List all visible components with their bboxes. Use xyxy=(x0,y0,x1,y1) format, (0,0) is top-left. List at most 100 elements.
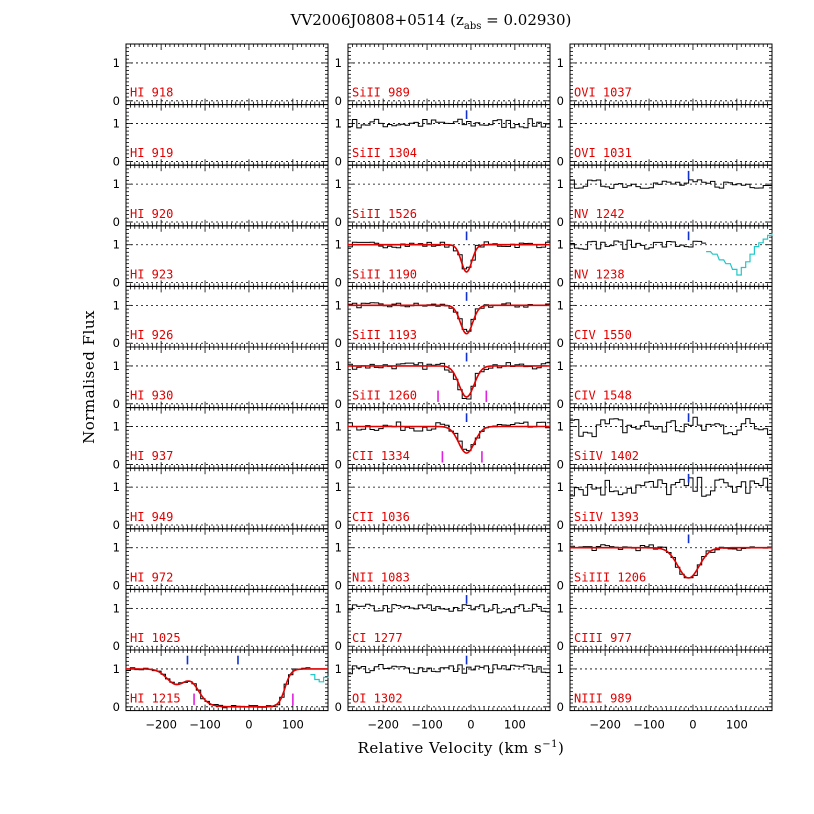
panel-hi-1215: 0 1 HI 1215 xyxy=(113,649,329,714)
y-tick-label: 0 xyxy=(557,457,564,471)
ion-label: SiII 1190 xyxy=(352,267,417,281)
y-tick-label: 1 xyxy=(113,601,120,615)
x-tick-label: −100 xyxy=(411,718,443,732)
ion-label: OVI 1031 xyxy=(574,146,632,160)
ion-label: HI 926 xyxy=(130,328,173,342)
y-tick-label: 1 xyxy=(113,480,120,494)
y-tick-label: 1 xyxy=(335,662,342,676)
y-tick-label: 1 xyxy=(335,480,342,494)
x-tick-label: 100 xyxy=(282,718,304,732)
y-tick-label: 0 xyxy=(335,579,342,593)
y-tick-label: 1 xyxy=(335,177,342,191)
ion-label: CI 1277 xyxy=(352,631,403,645)
y-tick-label: 1 xyxy=(113,662,120,676)
y-tick-label: 0 xyxy=(335,154,342,168)
x-tick-label: −200 xyxy=(145,718,177,732)
y-tick-label: 1 xyxy=(113,541,120,555)
y-tick-label: 1 xyxy=(113,359,120,373)
title-main: VV2006J0808+0514 (z xyxy=(290,11,464,29)
ion-label: OI 1302 xyxy=(352,692,403,706)
x-tick-label: 0 xyxy=(689,718,696,732)
fit-model xyxy=(126,668,328,708)
title-rest: = 0.02930) xyxy=(481,11,571,29)
ion-label: NV 1238 xyxy=(574,267,625,281)
y-tick-label: 0 xyxy=(113,700,120,714)
blended-flux xyxy=(310,674,329,683)
flux-spectrum xyxy=(570,416,773,438)
y-tick-label: 1 xyxy=(113,177,120,191)
flux-spectrum xyxy=(570,179,773,189)
y-tick-label: 0 xyxy=(113,276,120,290)
panel-nv-1238: 0 1 NV 1238 xyxy=(557,225,773,290)
fit-model xyxy=(348,243,550,273)
y-tick-label: 0 xyxy=(113,579,120,593)
y-tick-label: 1 xyxy=(557,662,564,676)
y-tick-label: 0 xyxy=(113,457,120,471)
x-tick-label: 100 xyxy=(726,718,748,732)
y-tick-label: 1 xyxy=(557,238,564,252)
x-tick-label: 100 xyxy=(504,718,526,732)
y-tick-label: 1 xyxy=(113,238,120,252)
y-tick-label: 1 xyxy=(557,480,564,494)
y-tick-label: 1 xyxy=(113,56,120,70)
y-tick-label: 1 xyxy=(113,420,120,434)
ion-label: HI 1215 xyxy=(130,692,181,706)
y-tick-label: 0 xyxy=(557,215,564,229)
fit-model xyxy=(348,425,550,454)
x-tick-label: −100 xyxy=(189,718,221,732)
y-tick-label: 0 xyxy=(557,397,564,411)
y-tick-label: 1 xyxy=(335,420,342,434)
y-tick-label: 0 xyxy=(113,215,120,229)
blended-flux xyxy=(706,233,773,276)
y-tick-label: 0 xyxy=(113,397,120,411)
flux-spectrum xyxy=(570,476,773,497)
ion-label: HI 949 xyxy=(130,510,173,524)
ion-label: HI 918 xyxy=(130,86,173,100)
y-tick-label: 0 xyxy=(557,276,564,290)
y-tick-label: 0 xyxy=(335,215,342,229)
flux-spectrum xyxy=(348,664,551,675)
ion-label: SiII 1193 xyxy=(352,328,417,342)
y-tick-label: 0 xyxy=(113,639,120,653)
ion-label: HI 930 xyxy=(130,389,173,403)
y-tick-label: 1 xyxy=(113,298,120,312)
fit-model xyxy=(348,365,550,398)
flux-spectrum xyxy=(348,302,551,332)
y-tick-label: 1 xyxy=(335,117,342,131)
ion-label: SiIV 1402 xyxy=(574,449,639,463)
ion-label: HI 919 xyxy=(130,146,173,160)
ion-label: NV 1242 xyxy=(574,207,625,221)
y-tick-label: 1 xyxy=(335,238,342,252)
ion-label: SiII 1260 xyxy=(352,389,417,403)
ion-label: SiIII 1206 xyxy=(574,570,646,584)
y-tick-label: 0 xyxy=(113,94,120,108)
panel-hi-930: 0 1 HI 930 xyxy=(113,346,329,411)
y-tick-label: 0 xyxy=(113,336,120,350)
x-axis-label: Relative Velocity (km s−1) xyxy=(358,739,565,757)
y-tick-label: 1 xyxy=(335,56,342,70)
y-tick-label: 1 xyxy=(557,601,564,615)
flux-spectrum xyxy=(348,603,551,614)
y-tick-label: 0 xyxy=(335,276,342,290)
y-tick-label: 1 xyxy=(335,298,342,312)
y-tick-label: 1 xyxy=(335,359,342,373)
ion-label: HI 923 xyxy=(130,267,173,281)
